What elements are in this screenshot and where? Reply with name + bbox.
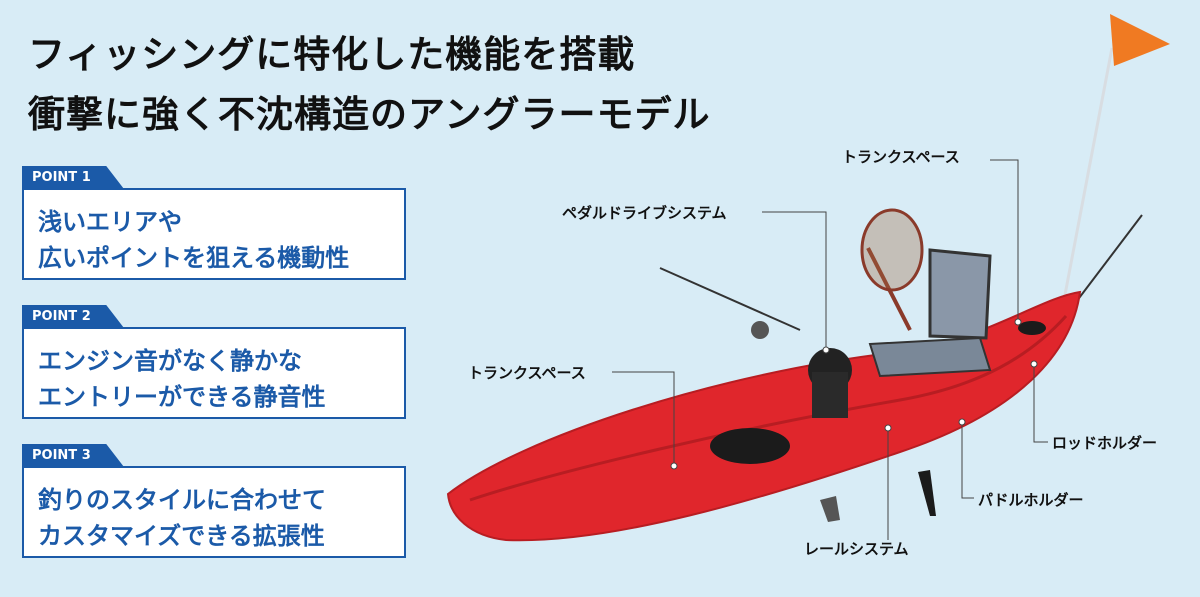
callout-pedal-drive: ペダルドライブシステム [562, 204, 727, 222]
callout-dot-trunk-left [670, 462, 678, 470]
callout-rail-system: レールシステム [804, 540, 909, 558]
skeg [820, 496, 840, 522]
kayak-seat [928, 248, 992, 340]
kayak-illustration [446, 14, 1170, 542]
callout-rod-holder: ロッドホルダー [1052, 434, 1158, 452]
point-1-line-1: 浅いエリアや [38, 208, 182, 236]
headline-line-1: フィッシングに特化した機能を搭載 [28, 33, 636, 76]
pedal-drive-shaft [812, 372, 848, 418]
fishing-rod-right [1069, 214, 1143, 311]
point-2-tab: POINT 2 [22, 305, 125, 329]
callout-dot-paddle [958, 418, 966, 426]
headline-line-2: 衝撃に強く不沈構造のアングラーモデル [28, 93, 711, 136]
point-1-box: 浅いエリアや 広いポイントを狙える機動性 [22, 188, 406, 280]
point-1-tab: POINT 1 [22, 166, 125, 190]
fishing-reel-icon [751, 321, 769, 339]
rear-hatch [1018, 321, 1046, 335]
front-hatch [710, 428, 790, 464]
point-2-line-1: エンジン音がなく静かな [38, 347, 302, 375]
seat-base [868, 336, 992, 378]
callout-paddle-holder: パドルホルダー [978, 491, 1084, 509]
point-2-line-2: エントリーができる静音性 [38, 383, 326, 411]
point-1-line-2: 広いポイントを狙える機動性 [38, 244, 350, 272]
callout-dot-rail [884, 424, 892, 432]
callout-dot-rod [1030, 360, 1038, 368]
flag-pole [1062, 47, 1114, 301]
point-3-tab: POINT 3 [22, 444, 125, 468]
point-3-line-2: カスタマイズできる拡張性 [38, 522, 325, 550]
callout-line-pedal [762, 211, 827, 350]
fishing-rod-left [659, 267, 801, 331]
callout-trunk-space-top: トランクスペース [842, 148, 960, 166]
point-2-box: エンジン音がなく静かな エントリーができる静音性 [22, 327, 406, 419]
callout-line-trunk-top [990, 159, 1019, 322]
callout-line-paddle [961, 422, 974, 499]
callout-line-trunk-left [612, 371, 675, 466]
callout-dot-trunk-top [1014, 318, 1022, 326]
rudder [918, 470, 936, 516]
point-3-box: 釣りのスタイルに合わせて カスタマイズできる拡張性 [22, 466, 406, 558]
flag-icon [1110, 14, 1170, 66]
callout-trunk-space-left: トランクスペース [468, 364, 586, 382]
callout-dot-pedal [822, 346, 830, 354]
callout-line-rod [1033, 364, 1048, 443]
point-3-line-1: 釣りのスタイルに合わせて [38, 486, 326, 514]
landing-net-icon [860, 208, 924, 292]
